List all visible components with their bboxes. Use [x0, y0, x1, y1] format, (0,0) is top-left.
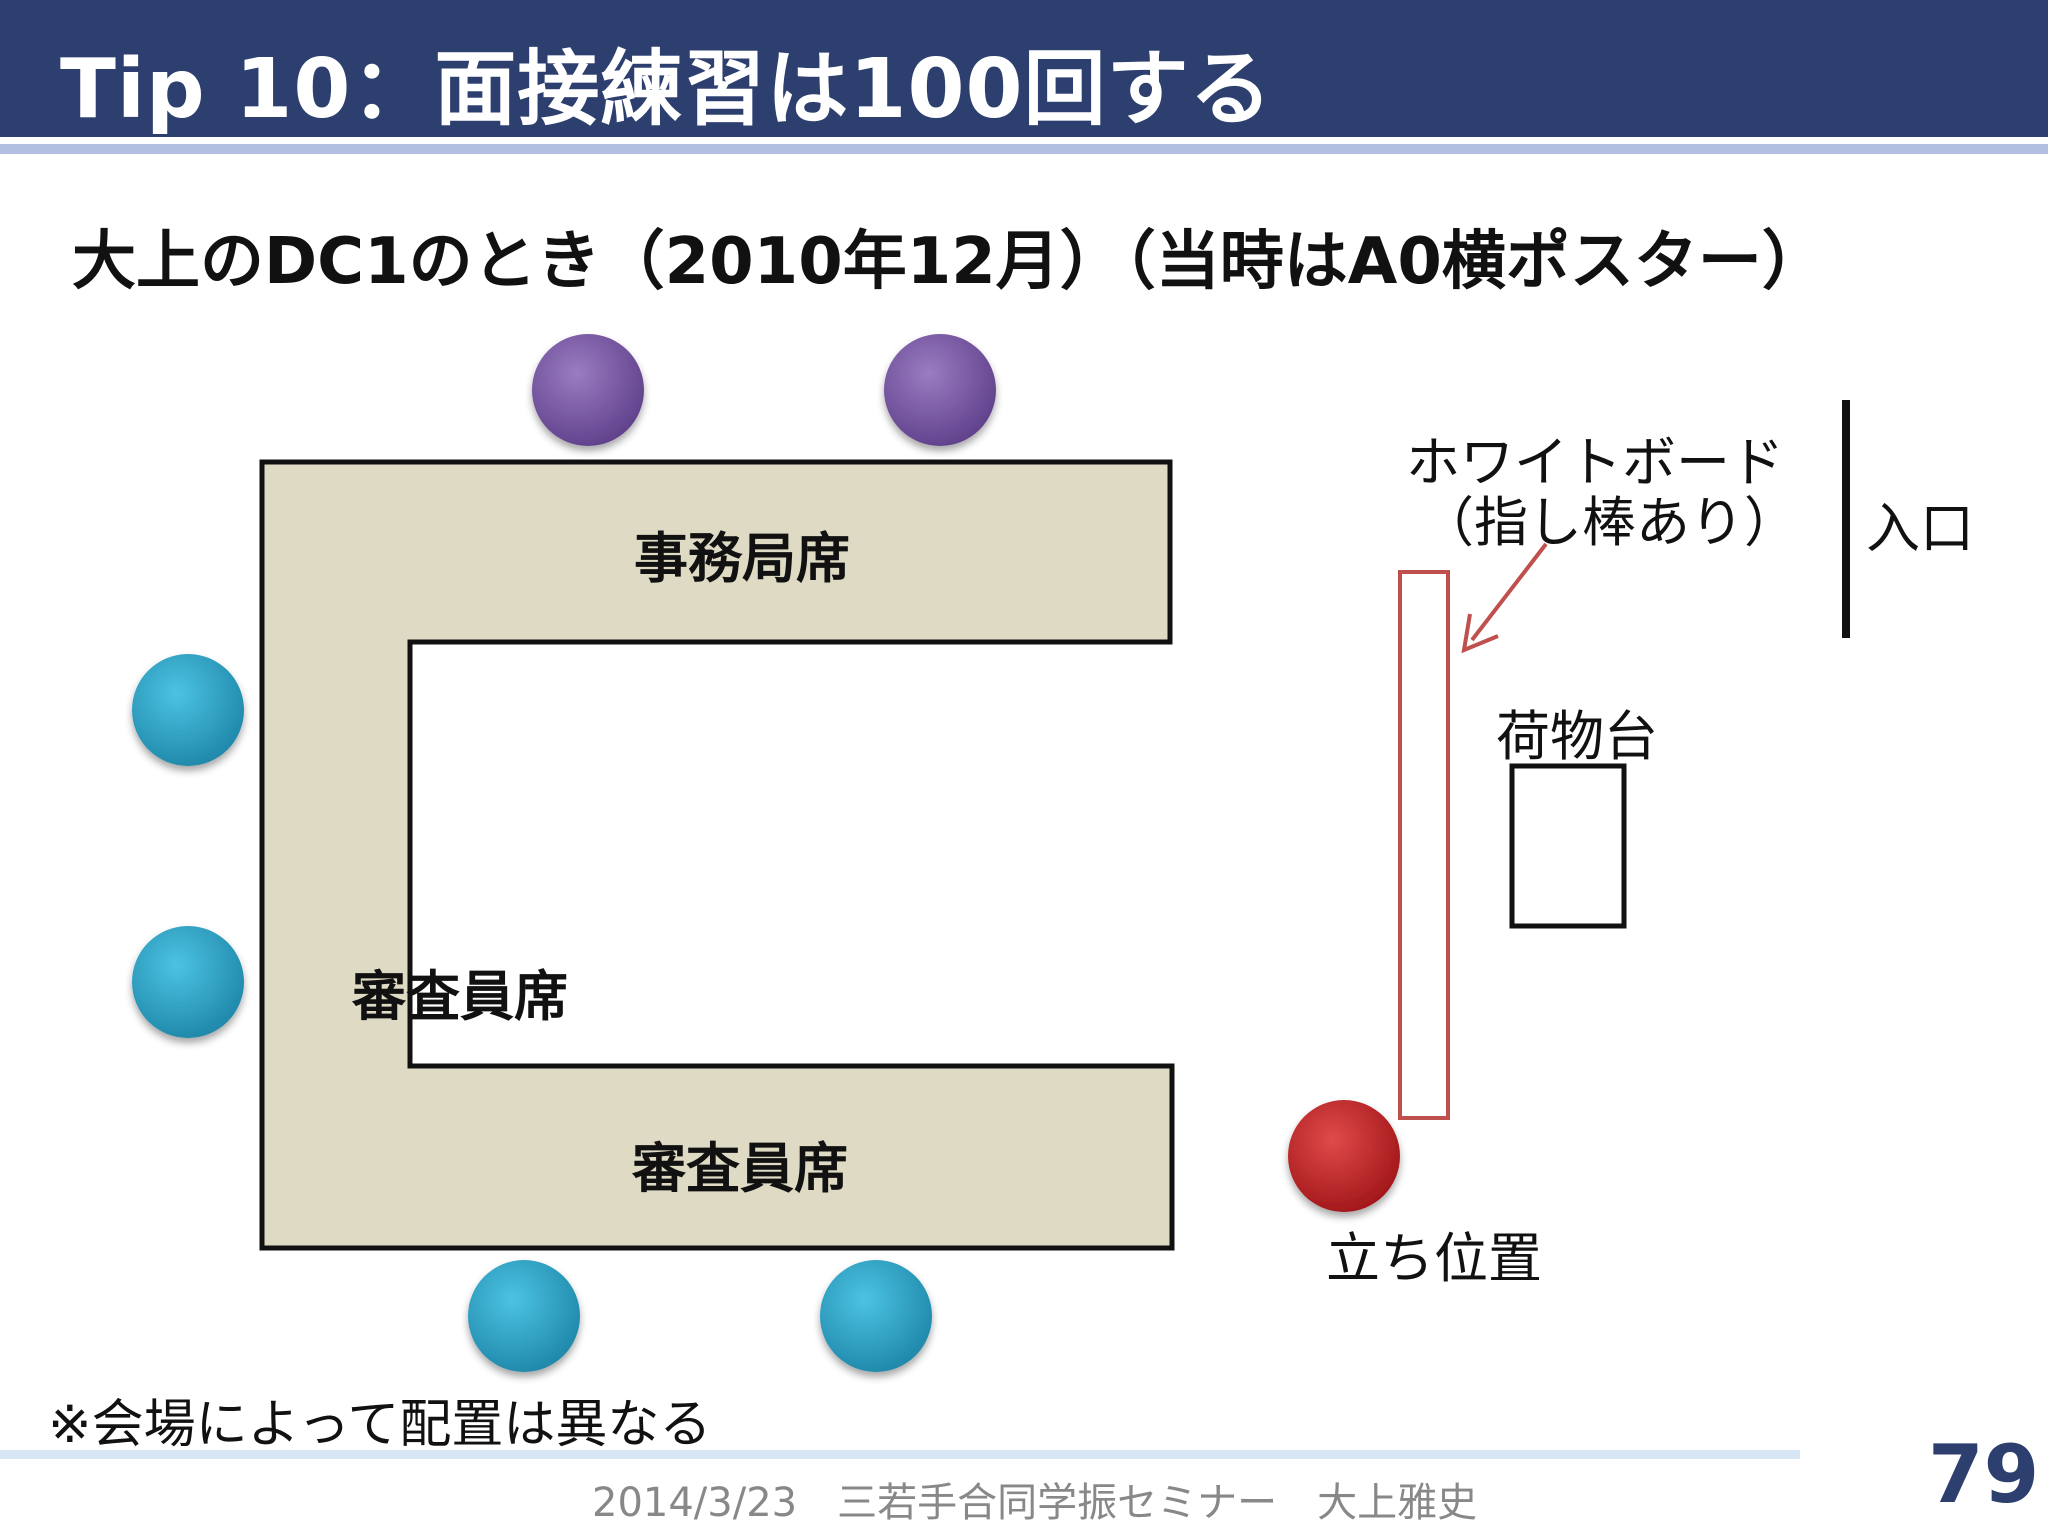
whiteboard	[1398, 570, 1450, 1120]
office-staff-seat	[532, 334, 644, 446]
office-staff-seat	[884, 334, 996, 446]
reviewer-seats-bottom-label: 審査員席	[632, 1137, 848, 1200]
footer-text: 2014/3/23 三若手合同学振セミナー 大上雅史	[592, 1480, 1478, 1526]
whiteboard-label: ホワイトボード	[1406, 431, 1784, 494]
reviewer-seat	[132, 654, 244, 766]
footer-divider	[0, 1450, 1800, 1459]
standing-position-label: 立ち位置	[1326, 1227, 1542, 1290]
reviewer-seat	[468, 1260, 580, 1372]
whiteboard-arrowhead	[1461, 613, 1499, 654]
presenter-position	[1288, 1100, 1400, 1212]
office-seats-label: 事務局席	[634, 527, 850, 590]
slide-title: Tip 10：面接練習は100回する	[60, 42, 1273, 137]
luggage-stand-label: 荷物台	[1496, 705, 1658, 768]
reviewer-seat	[820, 1260, 932, 1372]
u-shaped-table	[259, 459, 1175, 1251]
reviewer-seats-side-label: 審査員席	[352, 965, 568, 1028]
slide-subtitle: 大上のDC1のとき（2010年12月）（当時はA0横ポスター）	[72, 225, 1826, 299]
entrance-label: 入口	[1866, 497, 1974, 560]
layout-note: ※会場によって配置は異なる	[48, 1395, 712, 1455]
reviewer-seat	[132, 926, 244, 1038]
whiteboard-sublabel: （指し棒あり）	[1420, 491, 1798, 554]
whiteboard-arrow	[1470, 542, 1548, 642]
title-underline	[0, 144, 2048, 154]
title-bar	[0, 0, 2048, 137]
page-number: 79	[1928, 1428, 2040, 1521]
luggage-stand	[1509, 763, 1627, 929]
